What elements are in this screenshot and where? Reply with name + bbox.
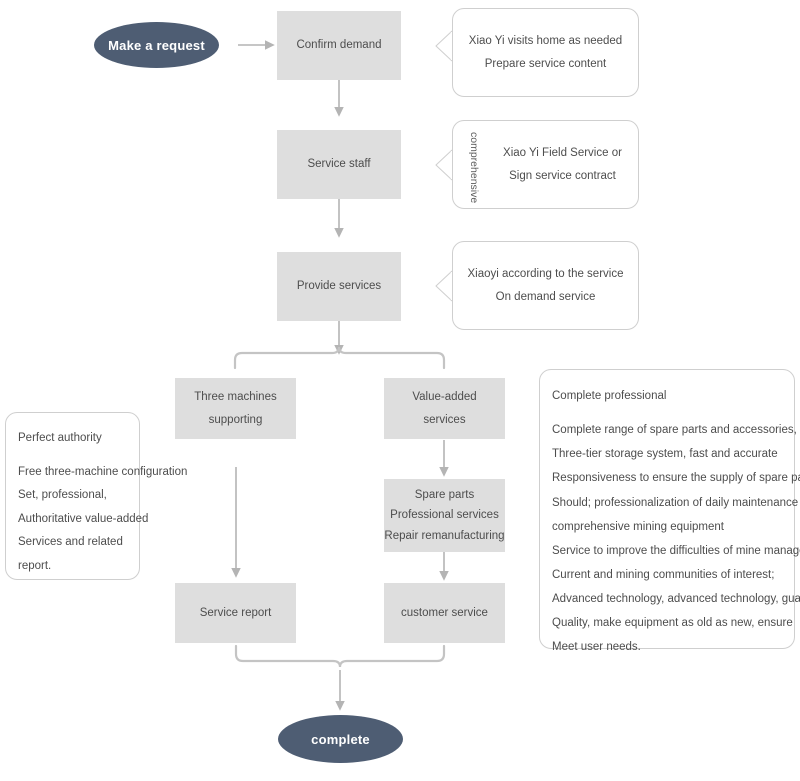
note-perfect-authority-line: report. xyxy=(18,559,52,572)
node-value-added-services[interactable]: Value-added services xyxy=(384,378,505,439)
note-perfect-authority-line: Services and related xyxy=(18,536,123,549)
callout-confirm-demand-line2: Prepare service content xyxy=(484,57,607,70)
callout-tail-provide xyxy=(435,270,453,302)
callout-tail-confirm xyxy=(435,30,453,62)
note-complete-professional-line: Current and mining communities of intere… xyxy=(552,568,775,581)
node-start[interactable]: Make a request xyxy=(94,22,219,68)
note-complete-professional-line: Should; professionalization of daily mai… xyxy=(552,496,800,509)
note-complete-professional-line: Three-tier storage system, fast and accu… xyxy=(552,448,778,461)
callout-service-staff-line1: Xiao Yi Field Service or xyxy=(503,146,622,159)
note-complete-professional-line: Complete range of spare parts and access… xyxy=(552,424,800,437)
node-complete[interactable]: complete xyxy=(278,715,403,763)
note-perfect-authority: Perfect authority Free three-machine con… xyxy=(5,412,188,580)
node-spare-parts-line3: Repair remanufacturing xyxy=(384,529,505,542)
callout-tail-staff xyxy=(435,149,453,181)
note-complete-professional-line: Responsiveness to ensure the supply of s… xyxy=(552,472,800,485)
note-perfect-authority-line: Free three-machine configuration xyxy=(18,465,188,478)
callout-service-staff-side-label: comprehensive xyxy=(468,132,480,204)
node-value-added-line2: services xyxy=(423,413,466,426)
node-confirm-demand-label: Confirm demand xyxy=(296,39,382,51)
node-service-staff[interactable]: Service staff xyxy=(277,130,401,199)
node-three-machines-supporting[interactable]: Three machines supporting xyxy=(175,378,296,439)
callout-provide-services-line2: On demand service xyxy=(495,290,596,303)
note-perfect-authority-line: Set, professional, xyxy=(18,489,107,502)
node-three-machines-line1: Three machines xyxy=(194,390,277,403)
note-complete-professional-line: comprehensive mining equipment xyxy=(552,520,724,533)
callout-service-staff-line2: Sign service contract xyxy=(509,169,616,182)
note-complete-professional-line: Quality, make equipment as old as new, e… xyxy=(552,617,793,630)
node-confirm-demand[interactable]: Confirm demand xyxy=(277,11,401,80)
node-customer-service[interactable]: customer service xyxy=(384,583,505,643)
node-start-label: Make a request xyxy=(108,37,205,53)
node-service-staff-label: Service staff xyxy=(307,158,371,170)
callout-service-staff: Xiao Yi Field Service or Sign service co… xyxy=(452,120,639,209)
note-complete-professional-line: Meet user needs. xyxy=(552,641,641,654)
merge-brace xyxy=(234,644,446,668)
node-value-added-line1: Value-added xyxy=(412,390,477,403)
split-brace xyxy=(233,346,446,370)
node-spare-parts-line2: Professional services xyxy=(390,509,499,522)
callout-confirm-demand-line1: Xiao Yi visits home as needed xyxy=(468,34,623,47)
callout-confirm-demand: Xiao Yi visits home as needed Prepare se… xyxy=(452,8,639,97)
callout-provide-services: Xiaoyi according to the service On deman… xyxy=(452,241,639,330)
note-complete-professional: Complete professional Complete range of … xyxy=(539,369,800,653)
note-complete-professional-line: Advanced technology, advanced technology… xyxy=(552,593,800,606)
node-service-report-label: Service report xyxy=(199,606,272,619)
note-perfect-authority-title: Perfect authority xyxy=(18,432,102,444)
note-perfect-authority-line: Authoritative value-added xyxy=(18,512,149,525)
node-complete-label: complete xyxy=(311,731,370,747)
node-provide-services[interactable]: Provide services xyxy=(277,252,401,321)
node-spare-parts[interactable]: Spare parts Professional services Repair… xyxy=(384,479,505,552)
node-spare-parts-line1: Spare parts xyxy=(414,489,475,502)
callout-provide-services-line1: Xiaoyi according to the service xyxy=(467,267,624,280)
node-three-machines-line2: supporting xyxy=(208,413,263,426)
node-service-report[interactable]: Service report xyxy=(175,583,296,643)
note-complete-professional-title: Complete professional xyxy=(552,390,667,402)
node-provide-services-label: Provide services xyxy=(296,280,382,292)
note-complete-professional-line: Service to improve the difficulties of m… xyxy=(552,544,800,557)
node-customer-service-label: customer service xyxy=(401,606,488,619)
